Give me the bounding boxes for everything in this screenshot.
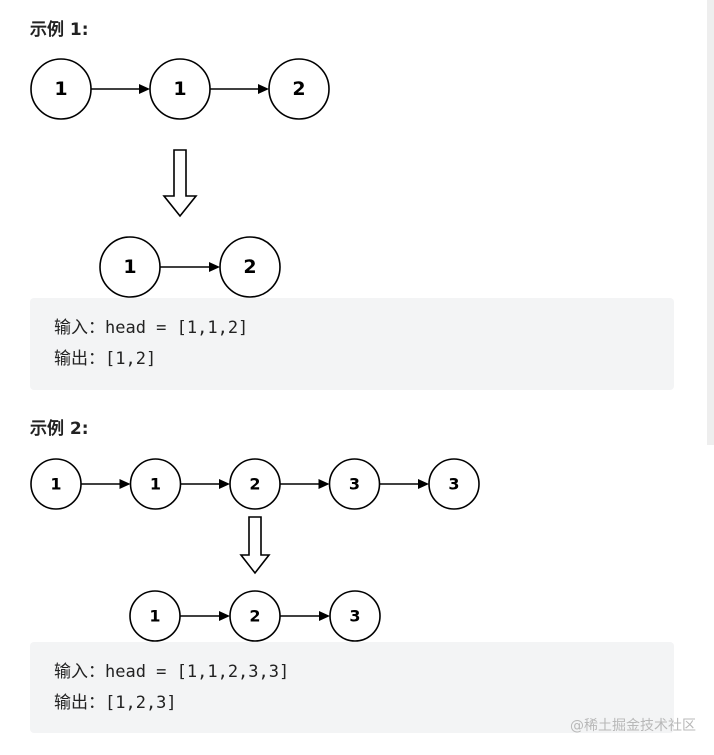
node-value: 1 xyxy=(150,475,161,494)
list-node xyxy=(328,458,381,510)
down-arrow-icon xyxy=(162,149,198,218)
example-1-input-line: 输入：head = [1,1,2] xyxy=(54,318,249,338)
example-2-code-block: 输入：head = [1,1,2,3,3] 输出：[1,2,3] xyxy=(30,642,674,733)
node-value: 2 xyxy=(243,256,256,278)
node-value: 1 xyxy=(173,78,186,100)
example-1-title: 示例 1: xyxy=(30,20,89,40)
list-node xyxy=(329,590,381,642)
example-2-input-line: 输入：head = [1,1,2,3,3] xyxy=(54,662,290,682)
example-1-code-block: 输入：head = [1,1,2] 输出：[1,2] xyxy=(30,298,674,390)
example-2-output-line: 输出：[1,2,3] xyxy=(54,693,177,713)
watermark: @稀土掘金技术社区 xyxy=(570,718,696,734)
example-2-title: 示例 2: xyxy=(30,419,89,439)
arrowhead-icon xyxy=(209,262,220,272)
down-arrow-shape xyxy=(239,516,271,575)
node-value: 1 xyxy=(54,78,67,100)
example-2-input-list: 1 1 2 3 3 xyxy=(30,458,480,510)
node-value: 1 xyxy=(50,475,61,494)
node-value: 1 xyxy=(149,607,160,626)
arrowhead-icon xyxy=(418,479,429,489)
list-node xyxy=(30,458,82,510)
arrowhead-icon xyxy=(139,84,150,94)
list-node xyxy=(129,590,181,642)
down-arrow-icon xyxy=(239,516,271,575)
arrowhead-icon xyxy=(219,479,230,489)
arrowhead-icon xyxy=(319,611,330,621)
list-node xyxy=(219,236,281,298)
scrollbar-track[interactable] xyxy=(707,0,714,445)
list-node xyxy=(268,58,330,120)
example-1-output-line: 输出：[1,2] xyxy=(54,349,157,369)
list-node xyxy=(229,590,281,642)
node-value: 2 xyxy=(249,607,260,626)
example-2-output-list: 1 2 3 xyxy=(129,590,381,642)
list-node xyxy=(99,236,161,298)
list-node xyxy=(229,458,281,510)
node-value: 2 xyxy=(249,475,260,494)
node-value: 3 xyxy=(448,475,459,494)
list-node xyxy=(149,58,211,120)
arrowhead-icon xyxy=(119,479,131,489)
node-value: 2 xyxy=(292,78,305,100)
node-value: 3 xyxy=(349,475,360,494)
arrowhead-icon xyxy=(219,611,230,621)
list-node xyxy=(428,458,480,510)
node-value: 1 xyxy=(123,256,136,278)
down-arrow-shape xyxy=(162,149,198,218)
example-1-input-list: 1 1 2 xyxy=(30,58,330,120)
node-value: 3 xyxy=(349,607,360,626)
arrowhead-icon xyxy=(318,479,330,489)
list-node xyxy=(129,458,182,510)
list-node xyxy=(30,58,92,120)
arrowhead-icon xyxy=(258,84,269,94)
